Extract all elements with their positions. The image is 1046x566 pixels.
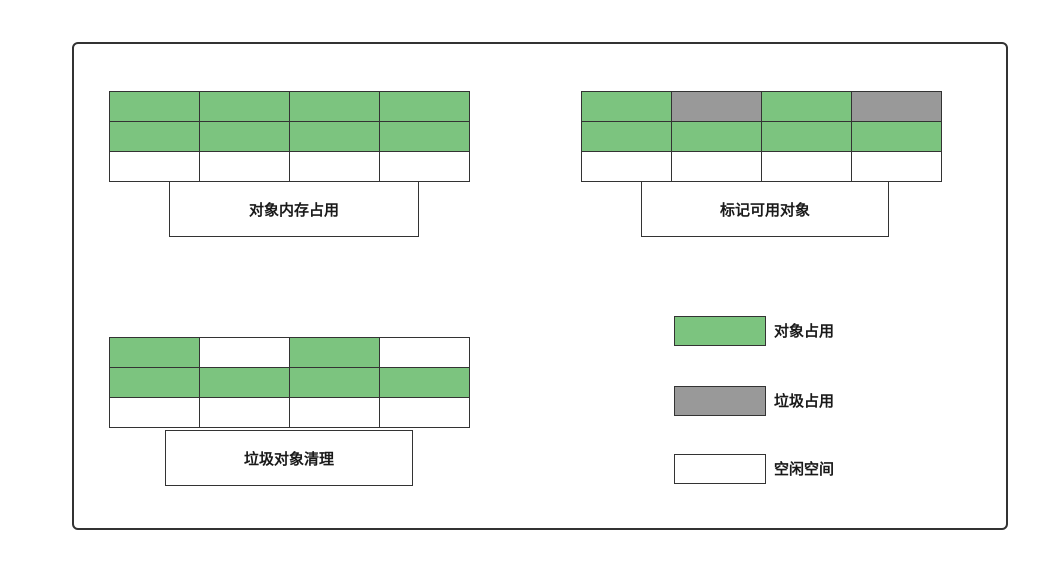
memory-block-free [289,397,380,428]
panel-label-object-occupancy: 对象内存占用 [169,181,419,237]
diagram-frame [72,42,1008,530]
panel-label-mark-live-objects: 标记可用对象 [641,181,889,237]
memory-grid-mark-live-objects [581,91,942,182]
memory-block-occupied [761,91,852,122]
memory-block-garbage [671,91,762,122]
panel-label-garbage-cleanup: 垃圾对象清理 [165,430,413,486]
memory-block-occupied [199,91,290,122]
memory-block-occupied [671,121,762,152]
memory-block-occupied [109,91,200,122]
memory-block-occupied [851,121,942,152]
memory-block-free [379,397,470,428]
memory-block-occupied [109,337,200,368]
memory-block-occupied [289,337,380,368]
memory-block-occupied [289,121,380,152]
memory-block-occupied [379,91,470,122]
memory-block-occupied [199,367,290,398]
memory-block-free [109,151,200,182]
memory-block-free [199,151,290,182]
memory-block-occupied [289,367,380,398]
memory-block-free [581,151,672,182]
legend-swatch-garbage [674,386,766,416]
memory-block-occupied [761,121,852,152]
memory-block-free [379,151,470,182]
legend-swatch-free [674,454,766,484]
memory-block-free [379,337,470,368]
memory-block-occupied [379,367,470,398]
memory-block-free [199,397,290,428]
memory-block-garbage [851,91,942,122]
memory-block-free [671,151,762,182]
memory-block-occupied [379,121,470,152]
memory-grid-object-occupancy [109,91,470,182]
memory-block-free [199,337,290,368]
memory-block-free [851,151,942,182]
memory-block-occupied [289,91,380,122]
memory-block-occupied [199,121,290,152]
memory-block-occupied [109,367,200,398]
memory-block-occupied [581,91,672,122]
memory-block-free [761,151,852,182]
memory-grid-garbage-cleanup [109,337,470,428]
legend-label-occupied: 对象占用 [774,322,835,340]
memory-block-occupied [581,121,672,152]
legend-label-free: 空闲空间 [774,460,835,478]
memory-block-free [289,151,380,182]
legend-swatch-occupied [674,316,766,346]
memory-block-free [109,397,200,428]
memory-block-occupied [109,121,200,152]
legend-label-garbage: 垃圾占用 [774,392,835,410]
